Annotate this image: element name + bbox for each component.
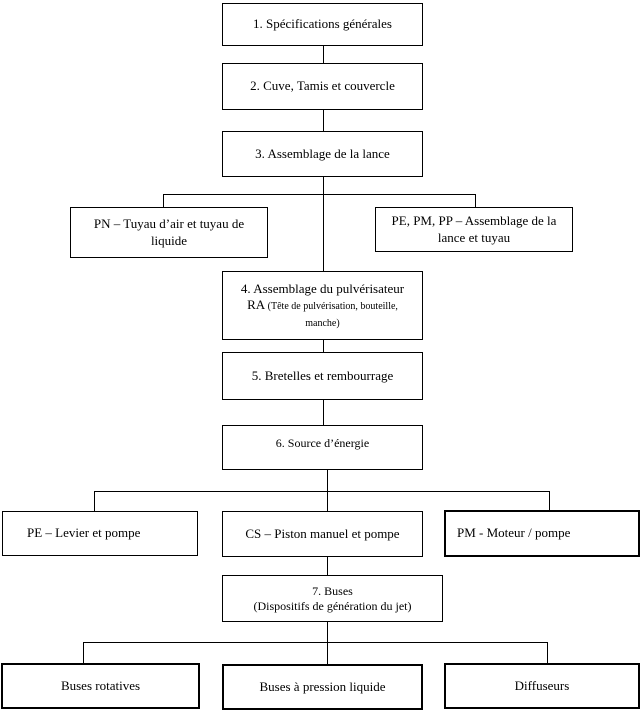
node-step7-buses: 7. Buses (Dispositifs de génération du j… (222, 575, 443, 622)
connector-branch-pn (163, 194, 164, 207)
node-label-line1: 7. Buses (312, 583, 353, 598)
node-label: PM - Moteur / pompe (457, 525, 571, 541)
node-step4-assemblage-pulverisateur-ra: 4. Assemblage du pulvérisateur RA (Tête … (222, 271, 423, 340)
node-label-line2: (Dispositifs de génération du jet) (253, 598, 412, 613)
connector-step3-step4 (323, 177, 324, 271)
node-label: 1. Spécifications générales (253, 16, 392, 32)
node-label: 6. Source d’énergie (275, 436, 370, 450)
node-pm-moteur-pompe: PM - Moteur / pompe (444, 510, 640, 557)
node-step5-bretelles-rembourrage: 5. Bretelles et rembourrage (222, 352, 423, 400)
connector-branch-pepmpp (475, 194, 476, 207)
node-label: 3. Assemblage de la lance (255, 145, 390, 161)
connector-step5-step6 (323, 400, 324, 425)
node-label: PN – Tuyau d’air et tuyau de liquide (93, 216, 245, 248)
node-pe-levier-pompe: PE – Levier et pompe (2, 511, 198, 556)
connector-branch-pe (94, 491, 95, 511)
node-label: 4. Assemblage du pulvérisateur RA (Tête … (236, 281, 409, 330)
node-pepmpp-assemblage-lance-tuyau: PE, PM, PP – Assemblage de la lance et t… (375, 207, 573, 252)
node-label: CS – Piston manuel et pompe (245, 525, 400, 541)
connector-branch-busesrotatives (83, 642, 84, 663)
branch-line-buses (83, 642, 548, 643)
node-label: PE – Levier et pompe (27, 525, 141, 541)
node-label-main: 4. Assemblage du pulvérisateur RA (240, 280, 405, 313)
connector-step6-cs (327, 469, 328, 511)
node-cs-piston-manuel-pompe: CS – Piston manuel et pompe (222, 511, 423, 557)
connector-cs-step7 (327, 557, 328, 575)
node-label-note: (Tête de pulvérisation, bouteille, manch… (267, 301, 398, 329)
connector-branch-diffuseurs (547, 642, 548, 663)
branch-line-lance (163, 194, 476, 195)
node-pn-tuyau-air-liquide: PN – Tuyau d’air et tuyau de liquide (70, 207, 268, 258)
connector-branch-pm (549, 491, 550, 510)
connector-step4-step5 (323, 340, 324, 352)
node-buses-rotatives: Buses rotatives (1, 663, 200, 709)
node-step1-specifications-generales: 1. Spécifications générales (222, 3, 423, 46)
node-buses-pression-liquide: Buses à pression liquide (222, 664, 423, 710)
connector-step2-step3 (323, 110, 324, 131)
node-step2-cuve-tamis-couvercle: 2. Cuve, Tamis et couvercle (222, 63, 423, 110)
branch-line-energie (94, 491, 550, 492)
node-label: Buses à pression liquide (259, 678, 386, 694)
connector-step7-busespression (327, 622, 328, 665)
node-step6-source-energie: 6. Source d’énergie (222, 425, 423, 470)
node-label: PE, PM, PP – Assemblage de la lance et t… (391, 213, 557, 245)
node-label: 5. Bretelles et rembourrage (251, 367, 394, 383)
node-label: Diffuseurs (514, 677, 570, 693)
node-label: 2. Cuve, Tamis et couvercle (250, 78, 395, 94)
connector-step1-step2 (323, 45, 324, 63)
node-label: Buses rotatives (60, 677, 141, 693)
node-diffuseurs: Diffuseurs (444, 663, 640, 709)
node-step3-assemblage-lance: 3. Assemblage de la lance (222, 131, 423, 177)
